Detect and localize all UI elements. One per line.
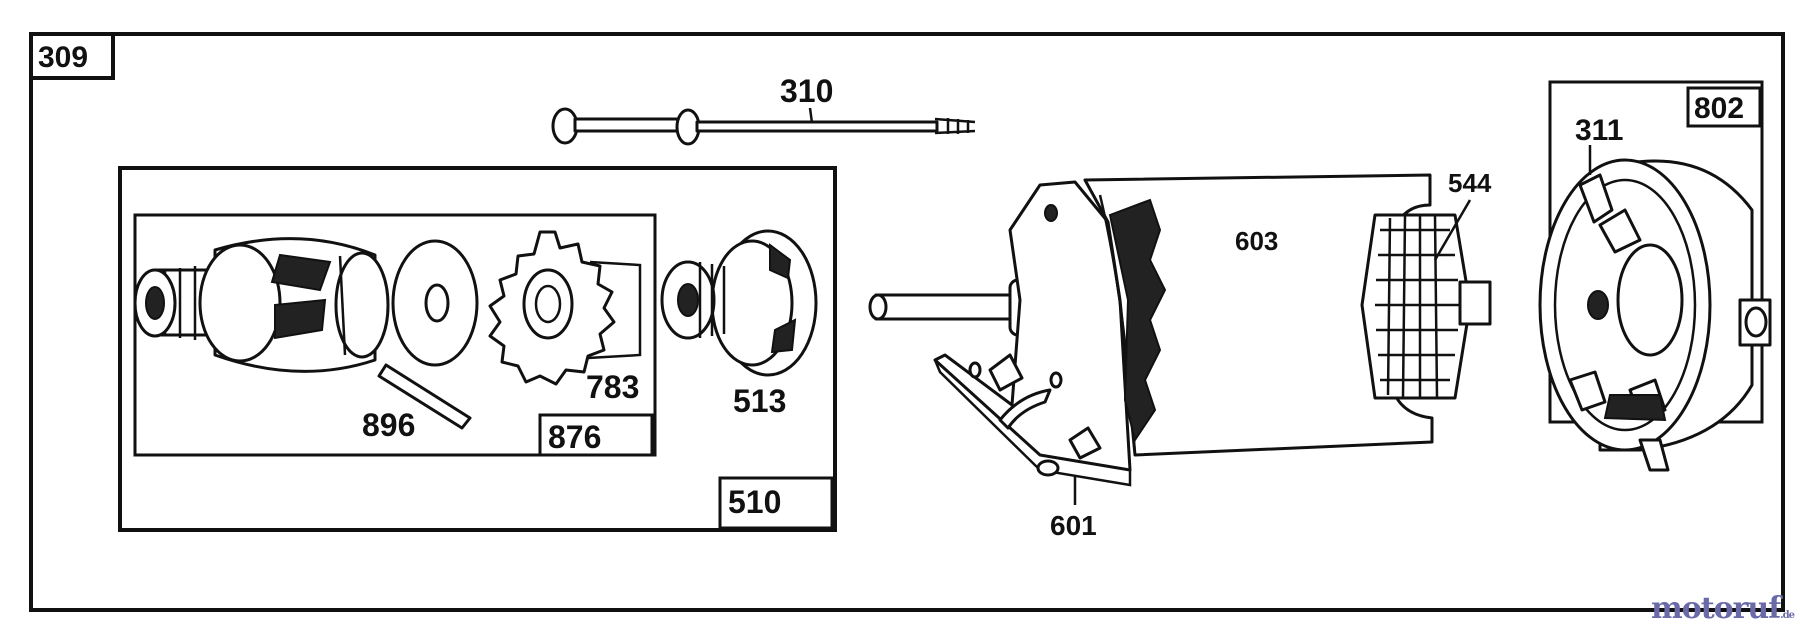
label-876-box: [538, 413, 654, 457]
part-310-bolt[interactable]: [551, 107, 976, 146]
label-601: 601: [1050, 510, 1097, 541]
pinion-housing[interactable]: [133, 237, 390, 373]
group-876-box: [133, 213, 657, 457]
label-544: 544: [1448, 168, 1492, 198]
label-802-box: [1686, 86, 1762, 128]
label-896: 896: [362, 407, 415, 443]
label-876: 876: [548, 419, 601, 455]
part-802-end-cap[interactable]: [1538, 158, 1772, 472]
watermark-logo: motoruf.de: [1651, 591, 1795, 626]
label-513: 513: [733, 383, 786, 419]
frame-label: 309: [38, 41, 88, 74]
part-513-spring-assembly[interactable]: [660, 229, 818, 377]
label-311: 311: [1575, 114, 1623, 147]
part-601-drive-end-bracket[interactable]: [933, 180, 1132, 487]
part-896-pin[interactable]: [377, 363, 472, 430]
frame-label-box: [29, 32, 115, 80]
label-510-box: [718, 476, 834, 530]
label-802: 802: [1694, 92, 1744, 125]
washer[interactable]: [391, 239, 479, 367]
outer-frame: [29, 32, 1785, 612]
label-603: 603: [1235, 226, 1278, 256]
group-510-box: [118, 166, 837, 532]
part-544-commutator[interactable]: [1360, 213, 1492, 400]
label-310: 310: [780, 73, 833, 109]
part-783-gear[interactable]: [488, 230, 642, 386]
label-783: 783: [586, 369, 639, 405]
label-510: 510: [728, 484, 781, 520]
